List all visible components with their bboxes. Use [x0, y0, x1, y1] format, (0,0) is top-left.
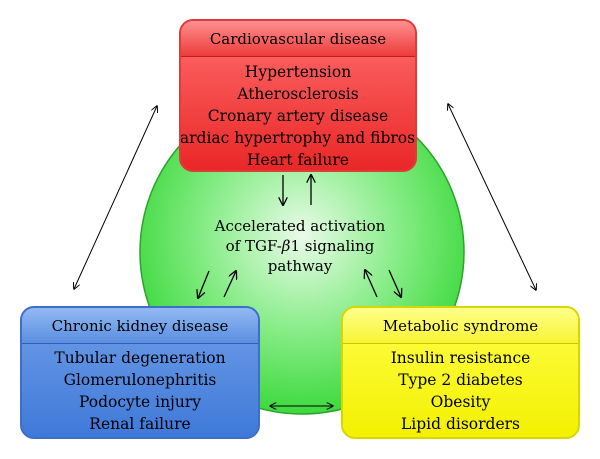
- arrow-metabolic-to-center: [365, 270, 378, 298]
- metabolic-syndrome-box: Metabolic syndrome Insulin resistance Ty…: [341, 306, 580, 439]
- center-line-1: Accelerated activation: [214, 217, 386, 235]
- metabolic-item: Insulin resistance: [390, 348, 531, 367]
- metabolic-title: Metabolic syndrome: [343, 308, 578, 344]
- center-line-2: of TGF-β1 signaling: [225, 237, 375, 255]
- metabolic-item: Obesity: [430, 392, 491, 411]
- kidney-item: Podocyte injury: [78, 392, 202, 411]
- arrow-cardio-kidney: [74, 106, 157, 289]
- metabolic-item: Lipid disorders: [400, 414, 520, 433]
- cardiovascular-title: Cardiovascular disease: [181, 21, 415, 57]
- cardiovascular-disease-box: Cardiovascular disease Hypertension Athe…: [179, 19, 417, 172]
- chronic-kidney-disease-box: Chronic kidney disease Tubular degenerat…: [20, 306, 260, 439]
- kidney-title: Chronic kidney disease: [22, 308, 258, 344]
- arrow-kidney-to-center: [223, 271, 236, 298]
- cardiovascular-items: Hypertension Atherosclerosis Cronary art…: [179, 57, 417, 170]
- arrow-center-to-metabolic: [388, 269, 401, 297]
- cardio-item: Hypertension: [244, 62, 352, 81]
- metabolic-items: Insulin resistance Type 2 diabetes Obesi…: [343, 344, 578, 437]
- center-pathway-label: Accelerated activation of TGF-β1 signali…: [200, 216, 400, 276]
- cardio-item: Cronary artery disease: [207, 106, 389, 125]
- cardio-item: Atherosclerosis: [237, 84, 359, 103]
- arrow-center-to-kidney: [198, 270, 210, 298]
- center-line-3: pathway: [267, 257, 333, 275]
- kidney-items: Tubular degeneration Glomerulonephritis …: [22, 344, 258, 437]
- arrow-cardio-metabolic: [448, 104, 536, 290]
- cardio-item: Cardiac hypertrophy and fibrosis: [179, 128, 417, 147]
- kidney-item: Glomerulonephritis: [63, 370, 217, 389]
- cardio-item: Heart failure: [247, 150, 349, 169]
- kidney-item: Tubular degeneration: [54, 348, 226, 367]
- metabolic-item: Type 2 diabetes: [398, 370, 523, 389]
- kidney-item: Renal failure: [89, 414, 191, 433]
